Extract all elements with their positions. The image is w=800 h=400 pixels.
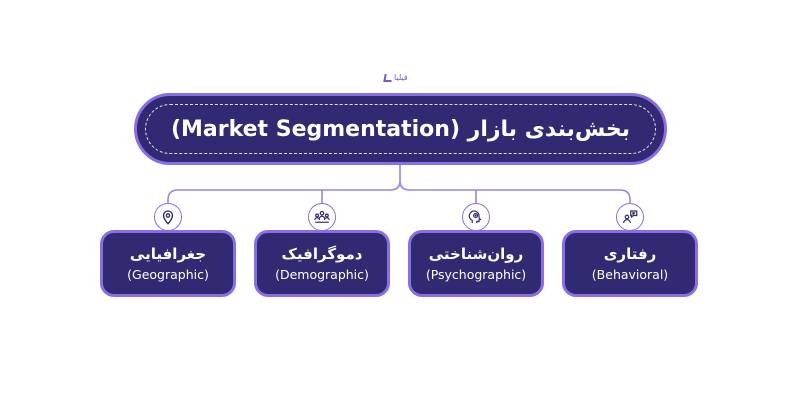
segment-behavioral-fa: رفتاری xyxy=(603,245,657,263)
brand-label: فیلیا xyxy=(394,73,408,82)
segment-psychographic-en: (Psychographic) xyxy=(425,267,527,282)
connector-right-curve xyxy=(399,180,631,203)
title-box: بخش‌بندی بازار (Market Segmentation) xyxy=(134,93,667,165)
diagram-title: بخش‌بندی بازار (Market Segmentation) xyxy=(170,116,631,142)
brand-logo: فیلیا xyxy=(383,73,408,82)
segment-geographic: جغرافیایی (Geographic) xyxy=(100,230,236,297)
segment-demographic-en: (Demographic) xyxy=(275,267,369,282)
people-group-icon xyxy=(308,203,336,231)
brand-mark-icon xyxy=(383,73,393,82)
person-chat-icon xyxy=(616,203,644,231)
segment-behavioral-en: (Behavioral) xyxy=(591,267,669,282)
segment-behavioral: رفتاری (Behavioral) xyxy=(562,230,698,297)
segment-geographic-fa: جغرافیایی xyxy=(129,245,207,263)
head-brain-icon xyxy=(462,203,490,231)
segment-demographic: دموگرافیک (Demographic) xyxy=(254,230,390,297)
segment-psychographic-fa: روان‌شناختی xyxy=(428,245,524,263)
segment-psychographic: روان‌شناختی (Psychographic) xyxy=(408,230,544,297)
segment-demographic-fa: دموگرافیک xyxy=(281,245,363,263)
segment-geographic-en: (Geographic) xyxy=(127,267,209,282)
connector-left-curve xyxy=(167,180,401,203)
location-pin-icon xyxy=(154,203,182,231)
